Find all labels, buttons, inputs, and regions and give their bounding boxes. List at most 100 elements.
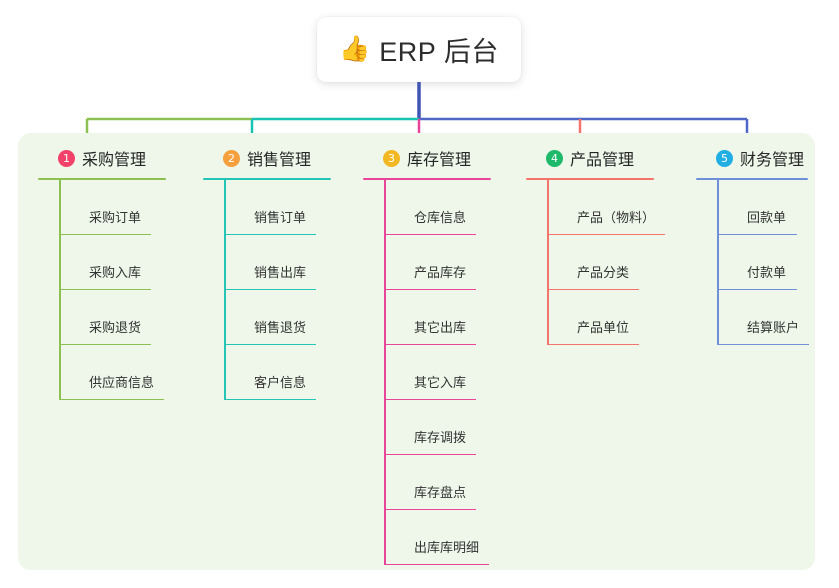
leaf-item-label: 销售订单 bbox=[254, 210, 307, 225]
column-badge-2: 2 bbox=[223, 149, 240, 167]
leaf-item-label: 回款单 bbox=[747, 210, 787, 225]
column-badge-1: 1 bbox=[58, 149, 75, 167]
leaf-item-underline bbox=[717, 343, 809, 345]
column-underline-4 bbox=[526, 178, 654, 180]
leaf-item[interactable]: 客户信息 bbox=[224, 345, 353, 400]
column-2: 2 销售管理销售订单销售出库销售退货客户信息 bbox=[203, 146, 353, 400]
leaf-item-underline bbox=[59, 343, 151, 345]
root-node-label: ERP 后台 bbox=[379, 37, 499, 67]
leaf-item-label: 出库库明细 bbox=[414, 540, 480, 555]
leaf-item[interactable]: 产品单位 bbox=[547, 290, 691, 345]
column-1: 1 采购管理采购订单采购入库采购退货供应商信息 bbox=[38, 146, 188, 400]
leaf-item-underline bbox=[224, 233, 316, 235]
column-3: 3 库存管理仓库信息产品库存其它出库其它入库库存调拨库存盘点出库库明细 bbox=[363, 146, 523, 565]
leaf-item[interactable]: 销售出库 bbox=[224, 235, 353, 290]
leaf-item-underline bbox=[384, 343, 476, 345]
leaf-item-label: 销售退货 bbox=[254, 320, 307, 335]
leaf-item-label: 采购入库 bbox=[89, 265, 142, 280]
leaf-item[interactable]: 出库库明细 bbox=[384, 510, 523, 565]
leaf-item-underline bbox=[224, 288, 316, 290]
leaf-item-label: 结算账户 bbox=[747, 320, 800, 335]
leaf-item[interactable]: 供应商信息 bbox=[59, 345, 188, 400]
root-node-content: 👍 ERP 后台 bbox=[339, 30, 499, 69]
column-badge-4: 4 bbox=[546, 149, 563, 167]
leaf-item-underline bbox=[59, 288, 151, 290]
leaf-item-underline bbox=[224, 398, 316, 400]
leaf-item-underline bbox=[717, 288, 797, 290]
column-underline-2 bbox=[203, 178, 331, 180]
leaf-item[interactable]: 其它出库 bbox=[384, 290, 523, 345]
leaf-item-label: 库存调拨 bbox=[414, 430, 467, 445]
leaf-item[interactable]: 销售订单 bbox=[224, 180, 353, 235]
leaf-item-label: 产品分类 bbox=[577, 265, 630, 280]
column-spine-4 bbox=[547, 180, 549, 345]
column-underline-3 bbox=[363, 178, 491, 180]
leaf-item-label: 产品库存 bbox=[414, 265, 467, 280]
leaf-item[interactable]: 付款单 bbox=[717, 235, 839, 290]
column-spine-5 bbox=[717, 180, 719, 345]
leaf-item[interactable]: 采购订单 bbox=[59, 180, 188, 235]
leaf-item-underline bbox=[224, 343, 316, 345]
leaf-item-underline bbox=[384, 508, 476, 510]
leaf-item[interactable]: 结算账户 bbox=[717, 290, 839, 345]
leaf-item[interactable]: 回款单 bbox=[717, 180, 839, 235]
leaf-item-underline bbox=[384, 398, 476, 400]
leaf-item-label: 产品（物料） bbox=[577, 210, 656, 225]
column-header-4[interactable]: 4 产品管理 bbox=[526, 146, 691, 170]
leaf-item[interactable]: 仓库信息 bbox=[384, 180, 523, 235]
column-badge-5: 5 bbox=[716, 149, 733, 167]
leaf-item-label: 其它入库 bbox=[414, 375, 467, 390]
column-5: 5 财务管理回款单付款单结算账户 bbox=[696, 146, 839, 345]
leaf-item-label: 供应商信息 bbox=[89, 375, 155, 390]
column-spine-1 bbox=[59, 180, 61, 400]
leaf-item[interactable]: 采购退货 bbox=[59, 290, 188, 345]
leaf-item[interactable]: 库存盘点 bbox=[384, 455, 523, 510]
column-badge-3: 3 bbox=[383, 149, 400, 167]
column-4: 4 产品管理产品（物料） 产品分类产品单位 bbox=[526, 146, 691, 345]
leaf-item-label: 采购订单 bbox=[89, 210, 142, 225]
leaf-item[interactable]: 库存调拨 bbox=[384, 400, 523, 455]
column-children-4: 产品（物料） 产品分类产品单位 bbox=[526, 180, 691, 345]
leaf-item-underline bbox=[384, 563, 489, 565]
column-title-5: 财务管理 bbox=[740, 152, 805, 169]
column-children-1: 采购订单采购入库采购退货供应商信息 bbox=[38, 180, 188, 400]
leaf-item-underline bbox=[547, 288, 639, 290]
leaf-item[interactable]: 产品分类 bbox=[547, 235, 691, 290]
column-header-1[interactable]: 1 采购管理 bbox=[38, 146, 188, 170]
leaf-item-underline bbox=[384, 233, 476, 235]
leaf-item-label: 库存盘点 bbox=[414, 485, 467, 500]
leaf-item-label: 产品单位 bbox=[577, 320, 630, 335]
leaf-item-label: 其它出库 bbox=[414, 320, 467, 335]
leaf-item[interactable]: 产品（物料） bbox=[547, 180, 691, 235]
thumbs-up-icon: 👍 bbox=[339, 35, 371, 63]
leaf-item-underline bbox=[59, 398, 164, 400]
leaf-item-underline bbox=[384, 288, 476, 290]
column-title-4: 产品管理 bbox=[570, 152, 635, 169]
column-children-3: 仓库信息产品库存其它出库其它入库库存调拨库存盘点出库库明细 bbox=[363, 180, 523, 565]
column-title-2: 销售管理 bbox=[247, 152, 312, 169]
leaf-item-underline bbox=[547, 343, 639, 345]
column-header-3[interactable]: 3 库存管理 bbox=[363, 146, 523, 170]
column-header-5[interactable]: 5 财务管理 bbox=[696, 146, 839, 170]
column-underline-1 bbox=[38, 178, 166, 180]
root-node-card[interactable]: 👍 ERP 后台 bbox=[317, 17, 521, 82]
column-header-2[interactable]: 2 销售管理 bbox=[203, 146, 353, 170]
leaf-item[interactable]: 其它入库 bbox=[384, 345, 523, 400]
mindmap-panel: 1 采购管理采购订单采购入库采购退货供应商信息 2 销售管理销售订单销售出库销售退货客… bbox=[18, 133, 815, 570]
leaf-item-label: 付款单 bbox=[747, 265, 787, 280]
leaf-item[interactable]: 产品库存 bbox=[384, 235, 523, 290]
column-title-3: 库存管理 bbox=[407, 152, 472, 169]
leaf-item-underline bbox=[717, 233, 797, 235]
column-spine-2 bbox=[224, 180, 226, 400]
column-children-5: 回款单付款单结算账户 bbox=[696, 180, 839, 345]
leaf-item[interactable]: 采购入库 bbox=[59, 235, 188, 290]
column-list: 1 采购管理采购订单采购入库采购退货供应商信息 2 销售管理销售订单销售出库销售退货客… bbox=[18, 133, 815, 570]
column-children-2: 销售订单销售出库销售退货客户信息 bbox=[203, 180, 353, 400]
leaf-item[interactable]: 销售退货 bbox=[224, 290, 353, 345]
leaf-item-underline bbox=[547, 233, 665, 235]
leaf-item-label: 销售出库 bbox=[254, 265, 307, 280]
column-underline-5 bbox=[696, 178, 808, 180]
leaf-item-label: 仓库信息 bbox=[414, 210, 467, 225]
leaf-item-underline bbox=[59, 233, 151, 235]
column-title-1: 采购管理 bbox=[82, 152, 147, 169]
